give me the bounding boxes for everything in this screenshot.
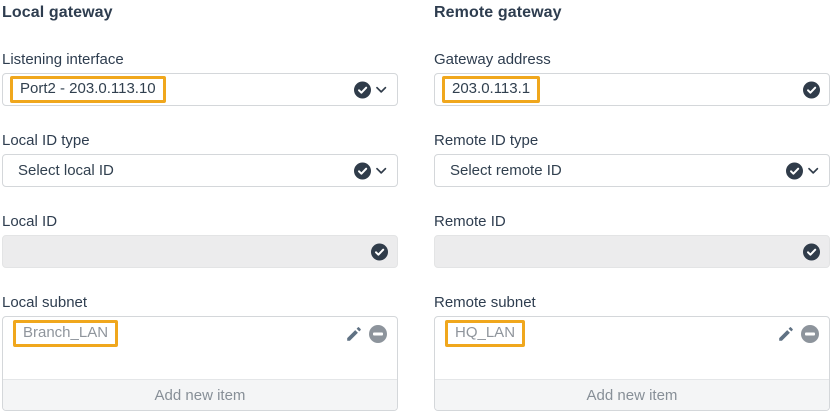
remote-subnet-label: Remote subnet [434,294,536,311]
annotation-highlight-box: Branch_LAN [13,320,119,347]
local-subnet-item-value: Branch_LAN [23,324,109,341]
listening-interface-label: Listening interface [2,51,124,68]
chevron-down-icon[interactable] [806,164,820,178]
minus-circle-icon[interactable] [801,324,819,343]
local-subnet-field: Local subnet Branch_LAN Add new item [2,294,398,411]
local-subnet-label: Local subnet [2,294,88,311]
list-item[interactable]: HQ_LAN [435,317,829,350]
remote-id-type-label: Remote ID type [434,132,539,149]
list-item[interactable]: Branch_LAN [3,317,397,350]
pencil-icon[interactable] [345,325,363,343]
local-id-type-label: Local ID type [2,132,90,149]
local-id-type-value: Select local ID [18,162,114,179]
remote-id-input [434,235,830,268]
remote-gateway-section: Remote gateway Gateway address 203.0.113… [434,4,830,411]
list-empty-area [3,350,397,379]
pencil-icon[interactable] [777,325,795,343]
remote-id-label: Remote ID [434,213,506,230]
add-new-item-button[interactable]: Add new item [435,379,829,410]
valid-check-icon [354,162,371,179]
remote-id-type-select[interactable]: Select remote ID [434,154,830,187]
annotation-highlight-box: 203.0.113.1 [442,76,541,103]
gateway-address-field: Gateway address 203.0.113.1 [434,51,830,106]
local-subnet-list: Branch_LAN Add new item [2,316,398,411]
gateway-address-label: Gateway address [434,51,551,68]
local-gateway-section: Local gateway Listening interface Port2 … [2,4,398,411]
remote-subnet-item-value: HQ_LAN [455,324,516,341]
remote-subnet-list: HQ_LAN Add new item [434,316,830,411]
list-empty-area [435,350,829,379]
local-id-type-select[interactable]: Select local ID [2,154,398,187]
remote-gateway-title: Remote gateway [434,4,562,21]
listening-interface-select[interactable]: Port2 - 203.0.113.10 [2,73,398,106]
annotation-highlight-box: Port2 - 203.0.113.10 [10,76,166,103]
valid-check-icon [786,162,803,179]
annotation-highlight-box: HQ_LAN [445,320,526,347]
gateway-address-value: 203.0.113.1 [452,80,531,97]
remote-id-type-field: Remote ID type Select remote ID [434,132,830,187]
local-id-label: Local ID [2,213,58,230]
chevron-down-icon[interactable] [374,164,388,178]
valid-check-icon [371,243,388,260]
remote-id-field: Remote ID [434,213,830,268]
listening-interface-field: Listening interface Port2 - 203.0.113.10 [2,51,398,106]
valid-check-icon [803,243,820,260]
listening-interface-value: Port2 - 203.0.113.10 [20,80,156,97]
valid-check-icon [354,81,371,98]
gateway-address-input[interactable]: 203.0.113.1 [434,73,830,106]
chevron-down-icon[interactable] [374,83,388,97]
valid-check-icon [803,81,820,98]
local-id-type-field: Local ID type Select local ID [2,132,398,187]
local-id-input [2,235,398,268]
minus-circle-icon[interactable] [369,324,387,343]
remote-subnet-field: Remote subnet HQ_LAN Add new item [434,294,830,411]
add-new-item-button[interactable]: Add new item [3,379,397,410]
local-id-field: Local ID [2,213,398,268]
remote-id-type-value: Select remote ID [450,162,562,179]
local-gateway-title: Local gateway [2,4,113,21]
